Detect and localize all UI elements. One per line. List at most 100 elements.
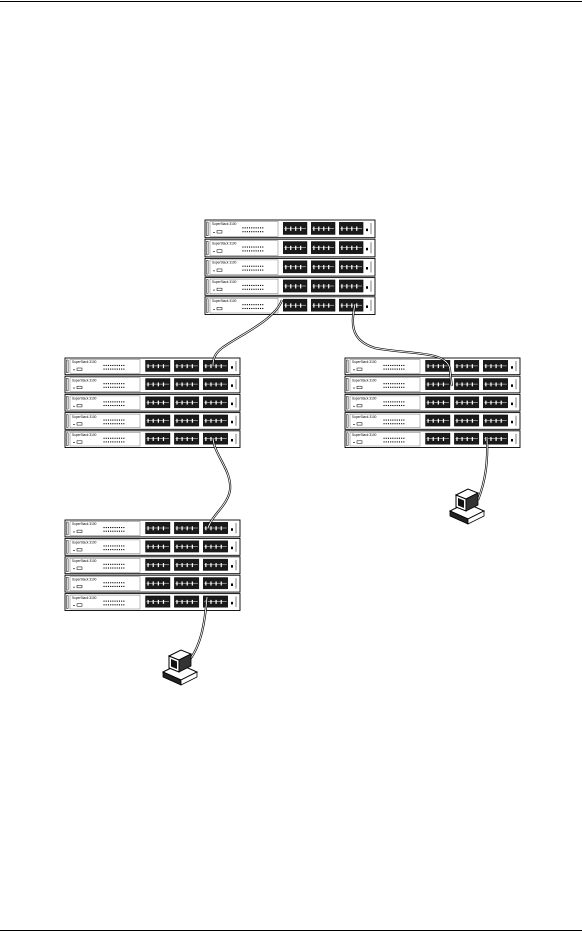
port-slit [220, 382, 222, 387]
led [257, 227, 259, 229]
port-slit [191, 400, 193, 405]
port-slit [495, 418, 497, 423]
led [253, 307, 255, 310]
port-slit [346, 245, 348, 251]
led [396, 404, 398, 407]
led [121, 563, 123, 565]
led [392, 423, 394, 425]
led [103, 585, 105, 587]
port-slit [295, 284, 297, 289]
port-slit [176, 400, 178, 405]
led [110, 563, 112, 565]
status-led [366, 247, 368, 251]
led [249, 304, 251, 306]
led [242, 265, 244, 267]
led [105, 526, 107, 529]
led [387, 441, 389, 443]
led [114, 386, 116, 388]
port-slit [176, 437, 178, 441]
port-slit [147, 382, 149, 387]
console-port [356, 404, 363, 408]
port-slit [500, 418, 502, 423]
port-slit [471, 418, 473, 423]
led [385, 368, 387, 370]
led [112, 423, 114, 425]
port-slit [442, 400, 445, 405]
switch-unit: SuperStack 3100 [204, 219, 376, 239]
port-slit [466, 418, 468, 423]
port-slit [147, 599, 149, 604]
led [403, 423, 405, 425]
led [112, 526, 114, 529]
led [387, 364, 389, 367]
led [123, 368, 125, 370]
led [112, 368, 114, 370]
port-slit [205, 563, 207, 568]
led [105, 368, 107, 370]
port-slit [152, 364, 154, 369]
led [403, 441, 405, 443]
port-slit [215, 544, 217, 549]
led [390, 423, 392, 425]
led [123, 526, 125, 529]
led [385, 364, 387, 367]
led [383, 404, 385, 407]
port-slit [186, 400, 188, 405]
port-slit [176, 526, 178, 531]
led [112, 530, 114, 532]
led [257, 246, 259, 248]
led [114, 604, 116, 606]
port-slit [210, 544, 212, 549]
port-slit [300, 226, 302, 231]
led [105, 437, 107, 439]
led [114, 404, 116, 407]
right-workstation [448, 488, 486, 525]
port-slit [341, 303, 343, 308]
led [112, 419, 114, 421]
port-slit [356, 264, 358, 270]
led [262, 288, 264, 290]
led [116, 401, 118, 403]
led [383, 419, 385, 421]
cable-inner [477, 436, 488, 501]
led [249, 250, 251, 252]
port-slit [205, 526, 207, 531]
led [114, 423, 116, 425]
port-slit [328, 284, 330, 289]
port-slit [215, 526, 217, 531]
led [123, 364, 125, 367]
led [114, 563, 116, 565]
led [262, 227, 264, 229]
led [123, 441, 125, 443]
handle-tab [346, 432, 349, 446]
led [396, 437, 398, 439]
front-panel [69, 432, 141, 447]
console-port [76, 440, 83, 444]
led [392, 386, 394, 388]
led [110, 604, 112, 606]
status-led [231, 601, 233, 605]
led [242, 284, 244, 286]
led [392, 364, 394, 367]
led [103, 364, 105, 367]
port-slit [495, 437, 497, 441]
led [403, 404, 405, 407]
port-slit [437, 400, 439, 405]
led [403, 364, 405, 367]
port-slit [323, 284, 325, 289]
unit-label: SuperStack 3100 [212, 261, 237, 265]
led [107, 368, 109, 370]
led [112, 401, 114, 403]
led [403, 368, 405, 370]
led [121, 530, 123, 532]
led [116, 419, 118, 421]
led [401, 401, 403, 403]
led [257, 288, 259, 290]
led [110, 364, 112, 367]
led [114, 441, 116, 443]
led [107, 383, 109, 385]
port-slit [471, 364, 473, 369]
port-slit [300, 245, 302, 251]
pc-base-side [180, 671, 198, 686]
